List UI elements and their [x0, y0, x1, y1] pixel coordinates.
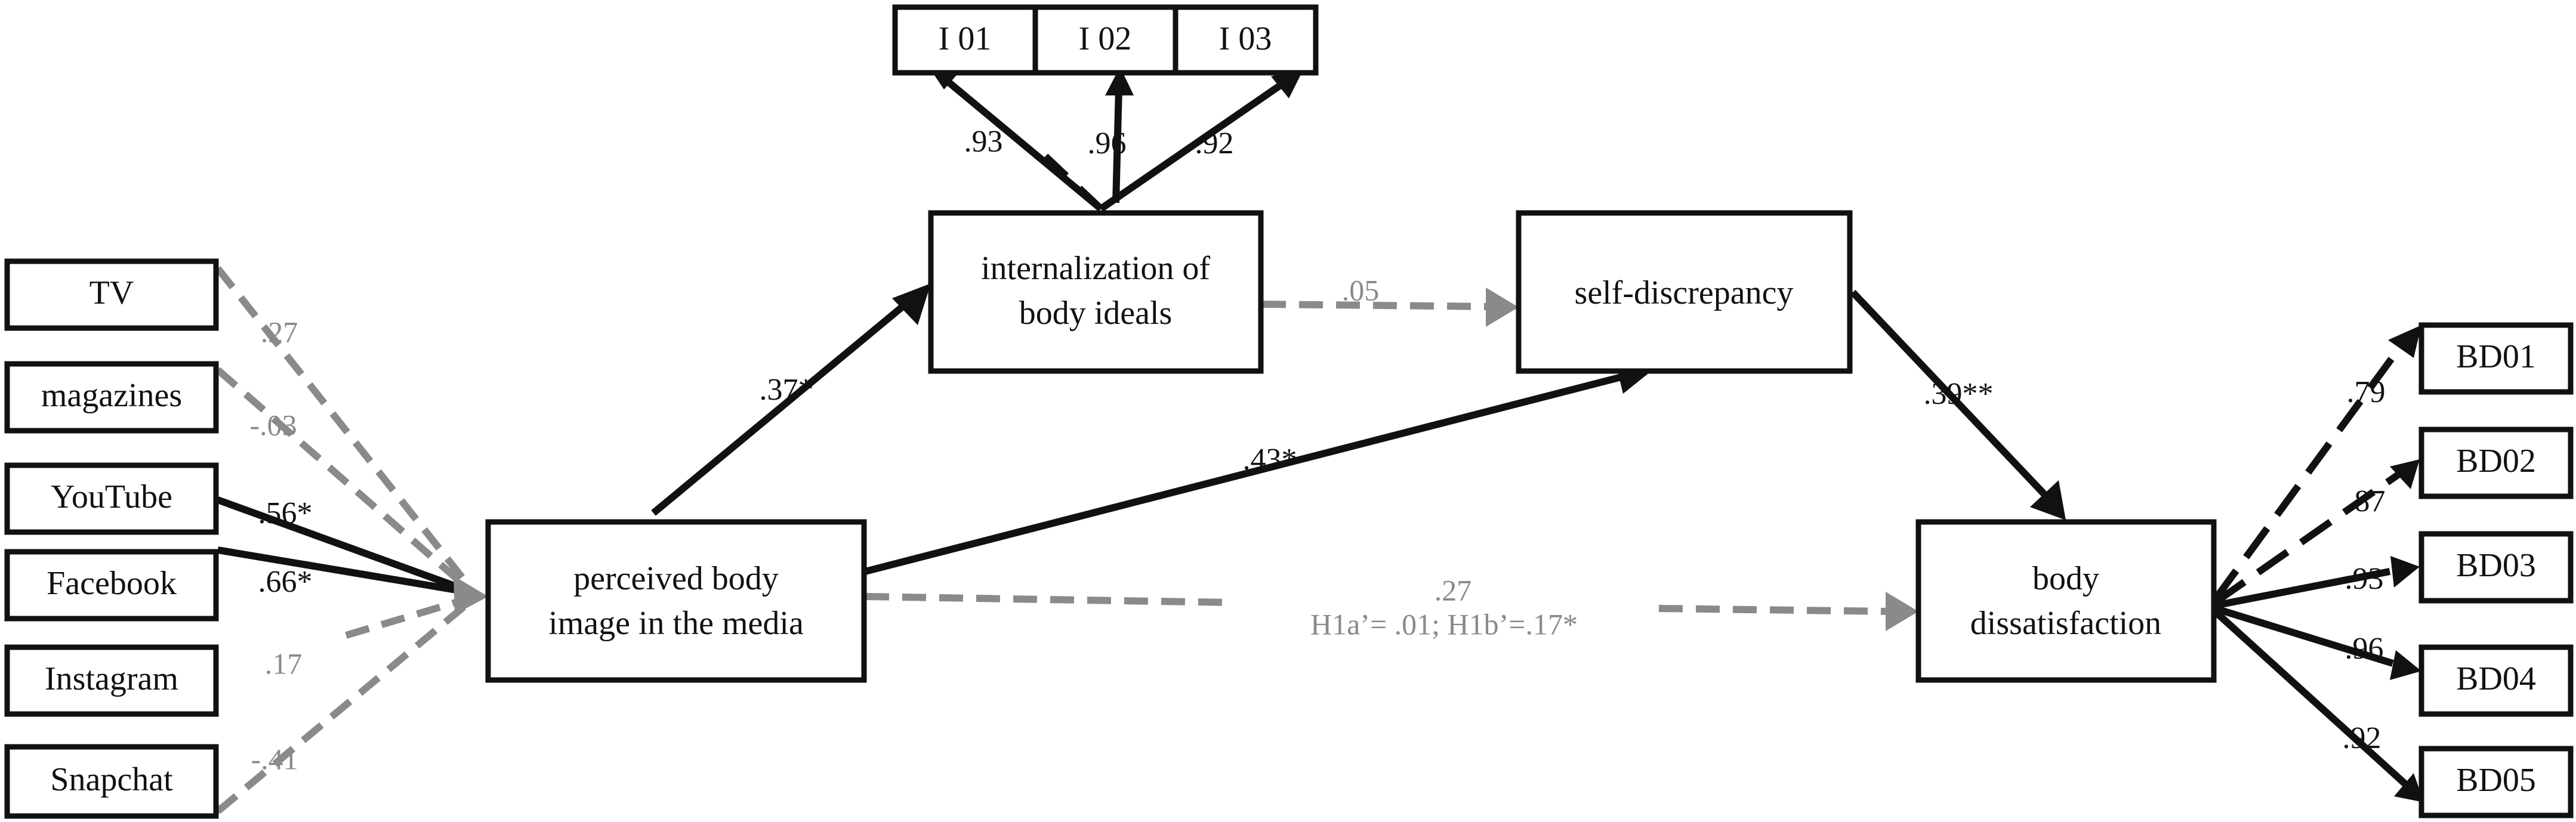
coef-instagram: .17 — [265, 647, 303, 680]
arrowhead-internalization-self — [1486, 288, 1519, 327]
node-dissatisfaction-label-2: dissatisfaction — [1970, 605, 2161, 642]
coef-perceived-dissatisfaction: .27 — [1434, 573, 1472, 607]
node-bd03-box — [2418, 531, 2574, 604]
path-instagram — [345, 596, 467, 639]
node-perceived-label-2: image in the media — [548, 605, 804, 642]
path-bd01 — [2212, 342, 2405, 602]
coef-youtube: .56* — [258, 496, 313, 530]
coef-bd04: .96 — [2345, 632, 2384, 666]
node-snapchat-label: Snapchat — [50, 761, 173, 798]
path-youtube — [216, 496, 461, 591]
path-i01 — [939, 73, 1103, 212]
node-bd01-box — [2418, 322, 2574, 395]
arrowhead-to-perceived — [454, 576, 488, 614]
path-internalization-self — [1261, 301, 1495, 310]
node-magazines-label: magazines — [41, 377, 182, 414]
node-perceived-box — [485, 519, 867, 683]
arrowhead-to-bd04 — [2390, 650, 2421, 680]
arrowhead-to-bd03 — [2390, 556, 2420, 588]
coef-bd03: .93 — [2345, 562, 2384, 596]
path-i02 — [1042, 153, 1104, 212]
node-bd02-label: BD02 — [2456, 443, 2536, 480]
path-i03 — [1099, 81, 1285, 212]
coef-bd05: .92 — [2343, 721, 2381, 755]
node-tv-box — [4, 258, 219, 331]
arrowhead-self-dissatisfaction — [2030, 480, 2066, 520]
path-perceived-dissatisfaction-2 — [1658, 605, 1889, 615]
path-tv — [215, 266, 468, 584]
node-i03-box — [1173, 4, 1319, 76]
path-perceived-dissatisfaction — [865, 593, 1230, 606]
coef-perceived-internalization: .37* — [760, 373, 814, 407]
path-bd05 — [2212, 608, 2411, 789]
node-youtube-box — [4, 462, 219, 535]
coef-i01: .93 — [964, 125, 1003, 159]
node-bd05-box — [2418, 746, 2574, 818]
arrowhead-to-bd01 — [2388, 325, 2421, 358]
coef-perceived-self: .43* — [1243, 443, 1297, 477]
node-facebook-label: Facebook — [47, 565, 177, 602]
path-bd03 — [2214, 568, 2391, 609]
coefficient-labels: .27 -.03 .56* .66* .17 -.41 .93 .96 .92 … — [249, 125, 2385, 776]
node-internalization-label-2: body ideals — [1019, 295, 1173, 332]
coef-bd02: .87 — [2347, 484, 2386, 518]
coef-internalization-self: .05 — [1342, 273, 1380, 307]
path-bd02 — [2213, 471, 2401, 605]
node-bd04-label: BD04 — [2456, 660, 2536, 697]
node-youtube-label: YouTube — [51, 478, 172, 515]
arrowhead-to-bd02 — [2390, 459, 2420, 489]
coef-magazines: -.03 — [249, 408, 297, 441]
coef-perceived-dissatisfaction-note: H1a’= .01; H1b’=.17* — [1310, 607, 1578, 641]
path-perceived-self — [864, 372, 1627, 575]
node-i02-box — [1032, 4, 1179, 76]
node-i03-label: I 03 — [1219, 20, 1272, 57]
node-dissatisfaction-box — [1915, 519, 2217, 683]
paths — [215, 73, 2411, 814]
node-perceived-label-1: perceived body — [573, 560, 779, 597]
path-bd04 — [2214, 605, 2394, 667]
coef-i02: .96 — [1088, 126, 1127, 160]
arrowhead-to-i03 — [1271, 69, 1304, 98]
coef-facebook: .66* — [258, 565, 313, 599]
node-dissatisfaction-label-1: body — [2032, 560, 2099, 597]
node-bd05-label: BD05 — [2456, 762, 2536, 799]
construct-nodes: perceived body image in the media intern… — [485, 210, 2217, 683]
node-magazines-box — [4, 361, 219, 434]
coef-tv: .27 — [261, 315, 298, 348]
node-self-discrepancy-box — [1516, 210, 1853, 374]
arrowhead-perceived-dissatisfaction — [1886, 592, 1918, 631]
path-snapchat — [215, 602, 468, 814]
path-perceived-internalization — [651, 302, 906, 516]
internalization-indicators: I 01 I 02 I 03 — [892, 4, 1319, 76]
node-bd04-box — [2418, 644, 2574, 717]
node-facebook-box — [4, 549, 219, 622]
dissatisfaction-indicators: BD01 BD02 BD03 BD04 BD05 — [2418, 322, 2574, 818]
path-self-dissatisfaction — [1850, 289, 2053, 503]
coef-self-dissatisfaction: .39** — [1924, 377, 1994, 411]
node-instagram-box — [4, 644, 219, 717]
node-internalization-label-1: internalization of — [981, 250, 1210, 287]
coef-bd01: .79 — [2347, 375, 2386, 409]
coef-i03: .92 — [1195, 126, 1234, 160]
media-nodes: TV magazines YouTube Facebook Instagram … — [4, 258, 219, 819]
arrowhead-to-bd05 — [2394, 773, 2424, 802]
arrowhead-to-i02 — [1105, 67, 1134, 95]
node-internalization-box — [928, 210, 1264, 374]
coef-snapchat: -.41 — [251, 742, 298, 775]
node-bd03-label: BD03 — [2456, 547, 2536, 584]
node-bd02-box — [2418, 427, 2574, 499]
node-i02-label: I 02 — [1079, 20, 1132, 57]
path-i02b — [1112, 88, 1122, 203]
path-magazines — [215, 367, 468, 589]
node-bd01-label: BD01 — [2456, 338, 2536, 375]
node-tv-label: TV — [90, 274, 134, 311]
path-facebook — [217, 546, 460, 594]
arrowhead-to-internalization — [892, 283, 931, 325]
node-instagram-label: Instagram — [45, 660, 178, 697]
node-i01-label: I 01 — [939, 20, 992, 57]
node-snapchat-box — [4, 744, 219, 819]
node-self-discrepancy-label: self-discrepancy — [1575, 274, 1794, 311]
